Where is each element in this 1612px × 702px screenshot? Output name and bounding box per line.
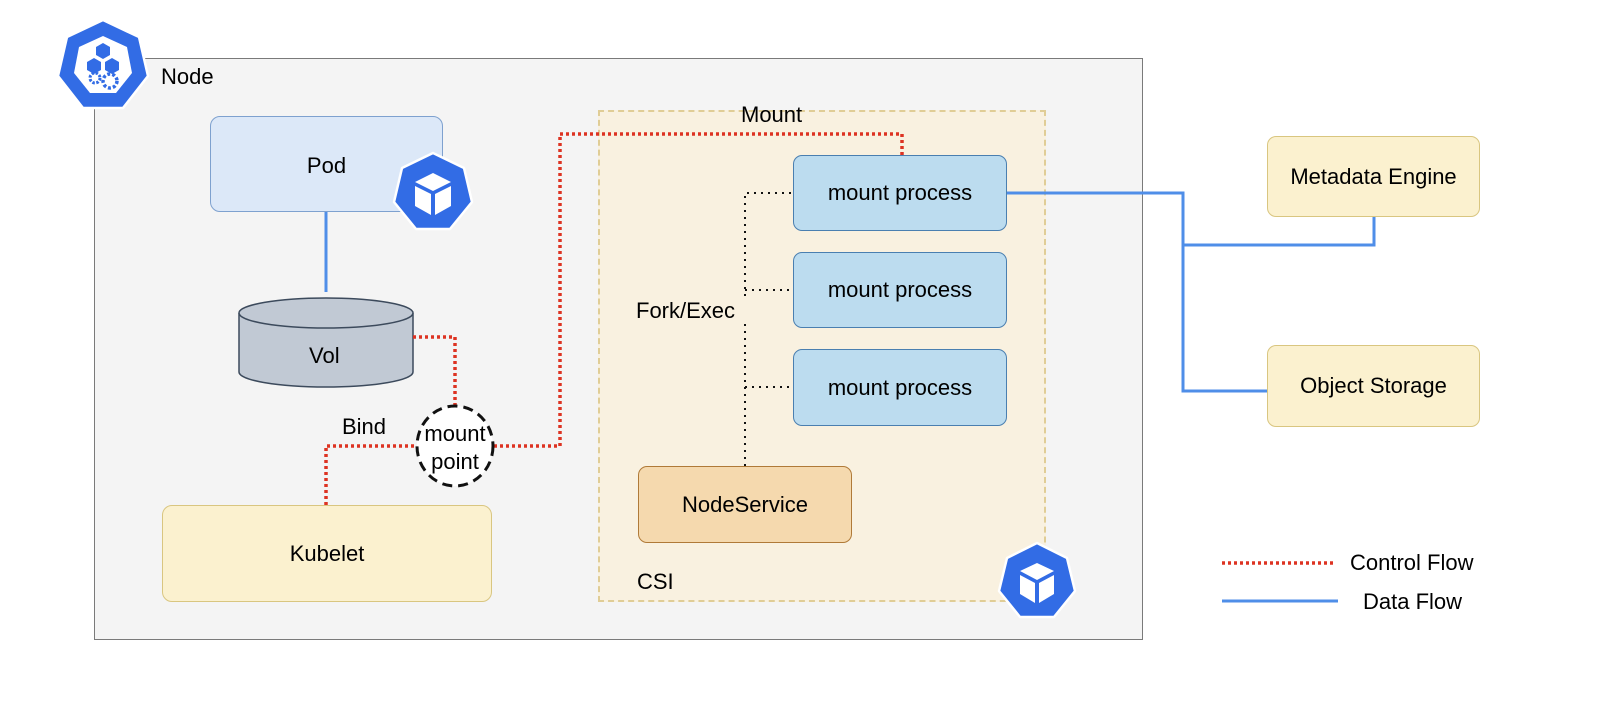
kubernetes-pod-icon — [392, 151, 474, 231]
metadata-engine-label: Metadata Engine — [1290, 163, 1457, 189]
vol-label: Vol — [309, 343, 340, 368]
mount-point-line2: point — [431, 449, 479, 474]
vol-cylinder — [238, 297, 414, 388]
object-storage-box: Object Storage — [1267, 345, 1480, 427]
node-service-label: NodeService — [682, 491, 808, 517]
kubelet-box: Kubelet — [162, 505, 492, 602]
mount-point-label: mount point — [405, 420, 505, 476]
kubernetes-node-icon — [56, 18, 150, 110]
kubernetes-csi-icon — [997, 541, 1077, 619]
mount-process-box: mount process — [793, 155, 1007, 231]
object-storage-label: Object Storage — [1300, 373, 1447, 398]
mount-point-circle — [415, 404, 495, 488]
fork-exec-lines — [744, 192, 793, 466]
mount-process-box: mount process — [793, 252, 1007, 328]
fork-exec-label: Fork/Exec — [636, 298, 736, 324]
legend-data-flow-label: Data Flow — [1363, 589, 1463, 614]
legend-control-flow-label: Control Flow — [1350, 550, 1474, 575]
kubelet-label: Kubelet — [289, 540, 365, 566]
mount-process-label: mount process — [827, 180, 973, 205]
node-service-box: NodeService — [638, 466, 852, 543]
mount-point-line1: mount — [424, 421, 486, 446]
mount-process-label: mount process — [827, 277, 973, 302]
data-flow-lines — [1007, 191, 1376, 393]
bind-label: Bind — [342, 414, 387, 439]
control-flow-lines — [324, 132, 904, 505]
mount-label: Mount — [741, 102, 803, 127]
csi-label: CSI — [637, 569, 674, 594]
metadata-engine-box: Metadata Engine — [1267, 136, 1480, 217]
pod-label: Pod — [306, 153, 347, 178]
mount-process-label: mount process — [827, 374, 973, 400]
node-label: Node — [161, 64, 214, 89]
mount-process-box: mount process — [793, 349, 1007, 426]
